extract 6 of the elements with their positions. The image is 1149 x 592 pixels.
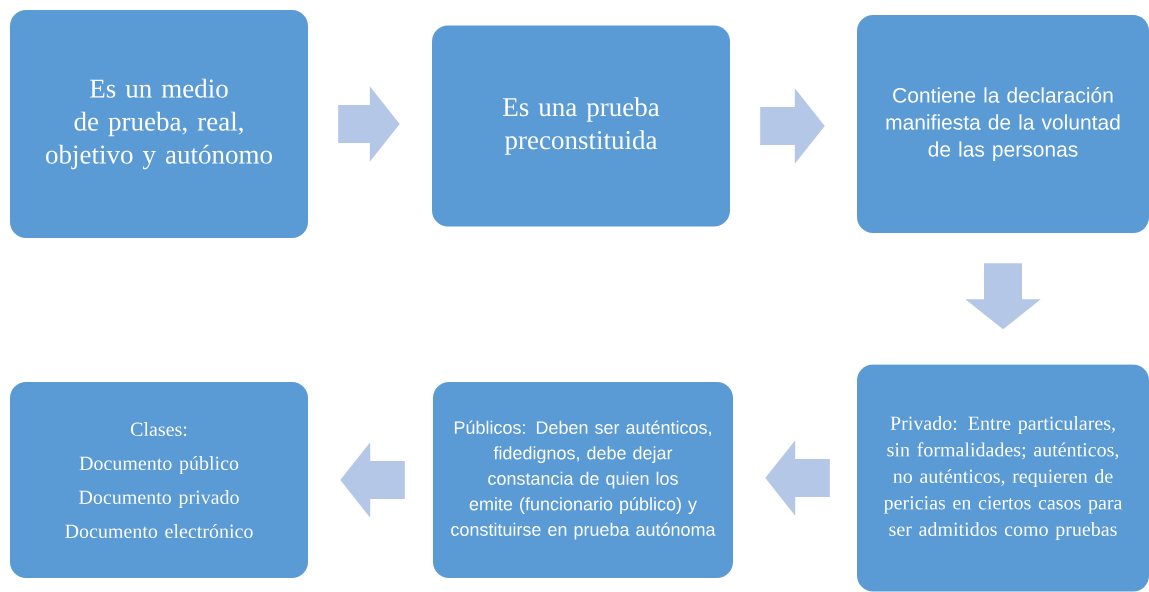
process-box: Contiene la declaración manifiesta de la voluntad de las personas xyxy=(857,15,1149,233)
process-box: Es un medio de prueba, real, objetivo y autónomo xyxy=(10,10,308,238)
process-box: Es una prueba preconstituida xyxy=(432,25,730,227)
process-box: Clases: Documento público Documento privado Documento electrónico xyxy=(10,382,308,578)
process-box: Públicos: Deben ser auténticos, fidedignos, debe dejar constancia de quien los emite (funcionario público) y constituirse en prueba autónoma xyxy=(433,382,733,578)
process-box: Privado: Entre particulares, sin formalidades; auténticos, no auténticos, requieren de pericias en ciertos casos para ser admitidos como pruebas xyxy=(857,364,1149,592)
